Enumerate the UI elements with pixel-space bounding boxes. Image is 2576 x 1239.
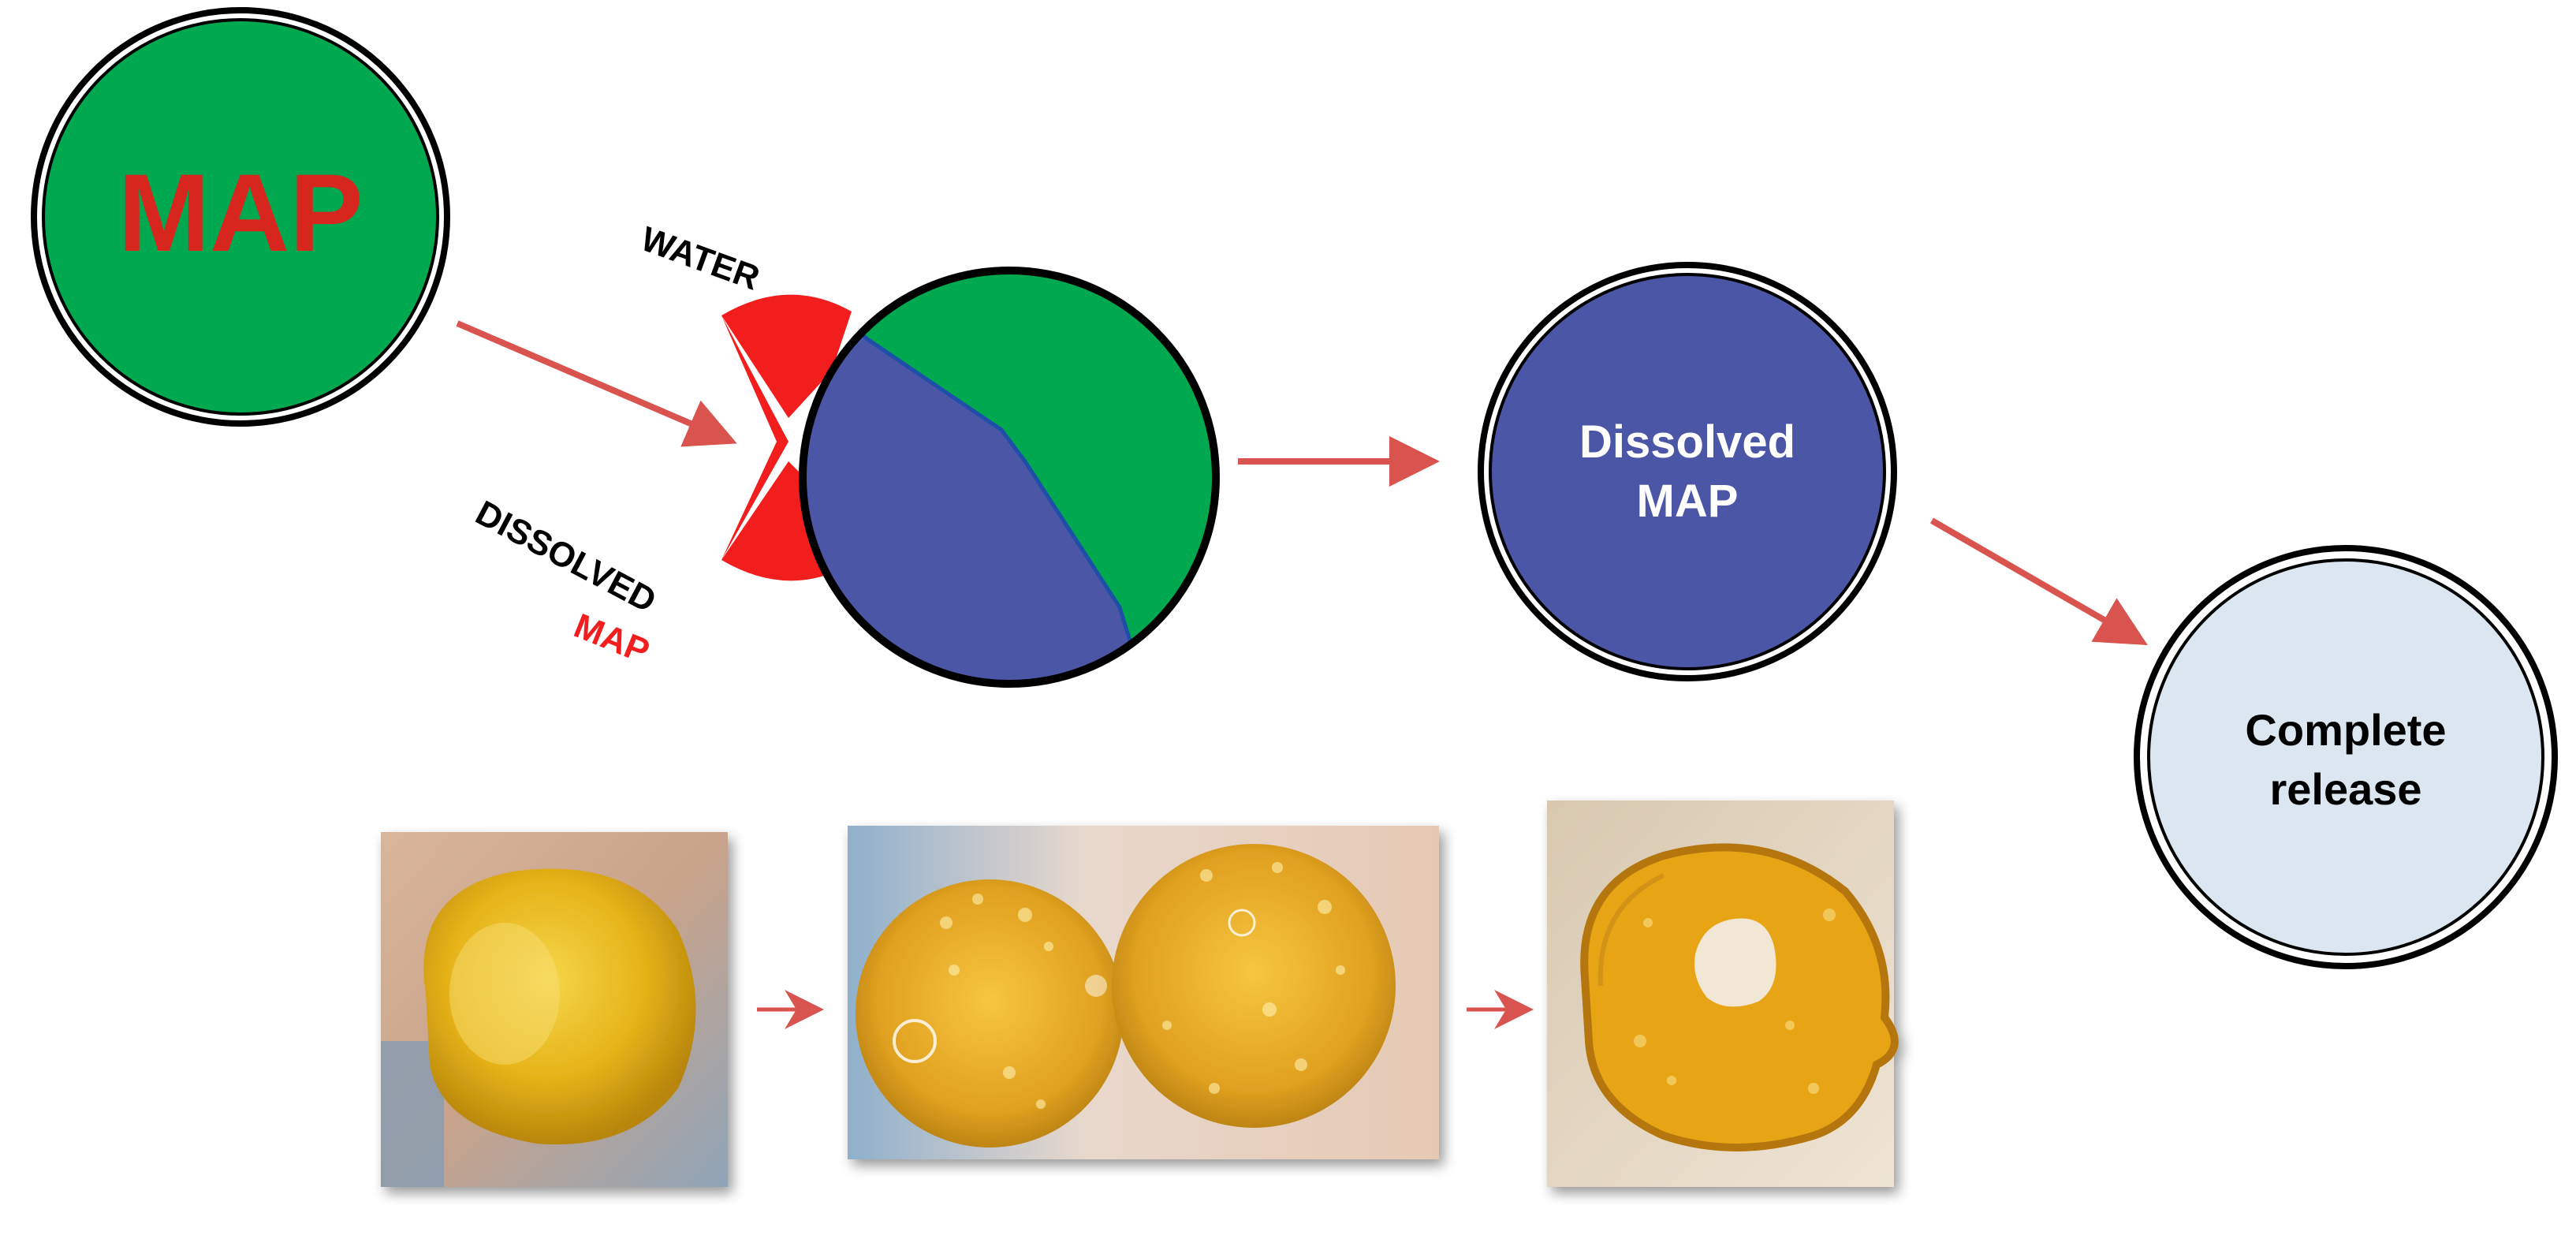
photo-intact-bead <box>381 832 728 1187</box>
photo-swelling-beads <box>848 826 1439 1159</box>
dissolved-region <box>804 272 1154 682</box>
photo-dissolved-ring <box>1547 800 1899 1187</box>
arrow-3 <box>1930 517 2148 645</box>
map-node-label: MAP <box>117 151 363 274</box>
dissolved-node: Dissolved MAP <box>1478 262 1897 681</box>
complete-node-line1: Complete <box>2245 705 2446 755</box>
dissolved-node-line1: Dissolved <box>1579 416 1795 468</box>
dissolving-node <box>799 267 1220 688</box>
dissolved-node-line2: MAP <box>1637 476 1739 527</box>
water-label: WATER <box>636 219 765 297</box>
red-wedge-top <box>721 294 852 418</box>
complete-node-line2: release <box>2269 764 2421 814</box>
arrow-1 <box>456 320 737 447</box>
red-wedge-left <box>721 315 788 560</box>
complete-node: Complete release <box>2134 545 2558 969</box>
map-node: MAP <box>31 7 450 427</box>
dissolved-label: DISSOLVED <box>469 494 662 621</box>
